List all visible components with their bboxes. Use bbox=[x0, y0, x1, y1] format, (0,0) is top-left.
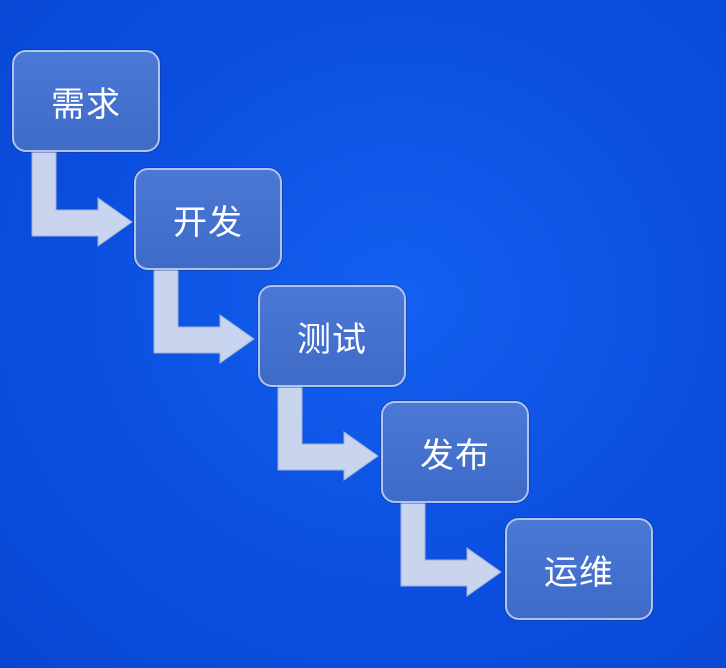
step-label: 运维 bbox=[544, 552, 614, 593]
step-label: 发布 bbox=[420, 435, 490, 476]
step-operations: 运维 bbox=[505, 518, 653, 620]
step-label: 需求 bbox=[51, 84, 121, 125]
step-label: 开发 bbox=[173, 202, 243, 243]
step-requirements: 需求 bbox=[12, 50, 160, 152]
arrow-2 bbox=[153, 267, 255, 364]
step-development: 开发 bbox=[134, 168, 282, 270]
step-release: 发布 bbox=[381, 401, 529, 503]
step-label: 测试 bbox=[297, 319, 367, 360]
arrow-1 bbox=[31, 149, 133, 247]
step-testing: 测试 bbox=[258, 285, 406, 387]
arrow-3 bbox=[277, 384, 379, 481]
arrow-4 bbox=[400, 500, 502, 597]
